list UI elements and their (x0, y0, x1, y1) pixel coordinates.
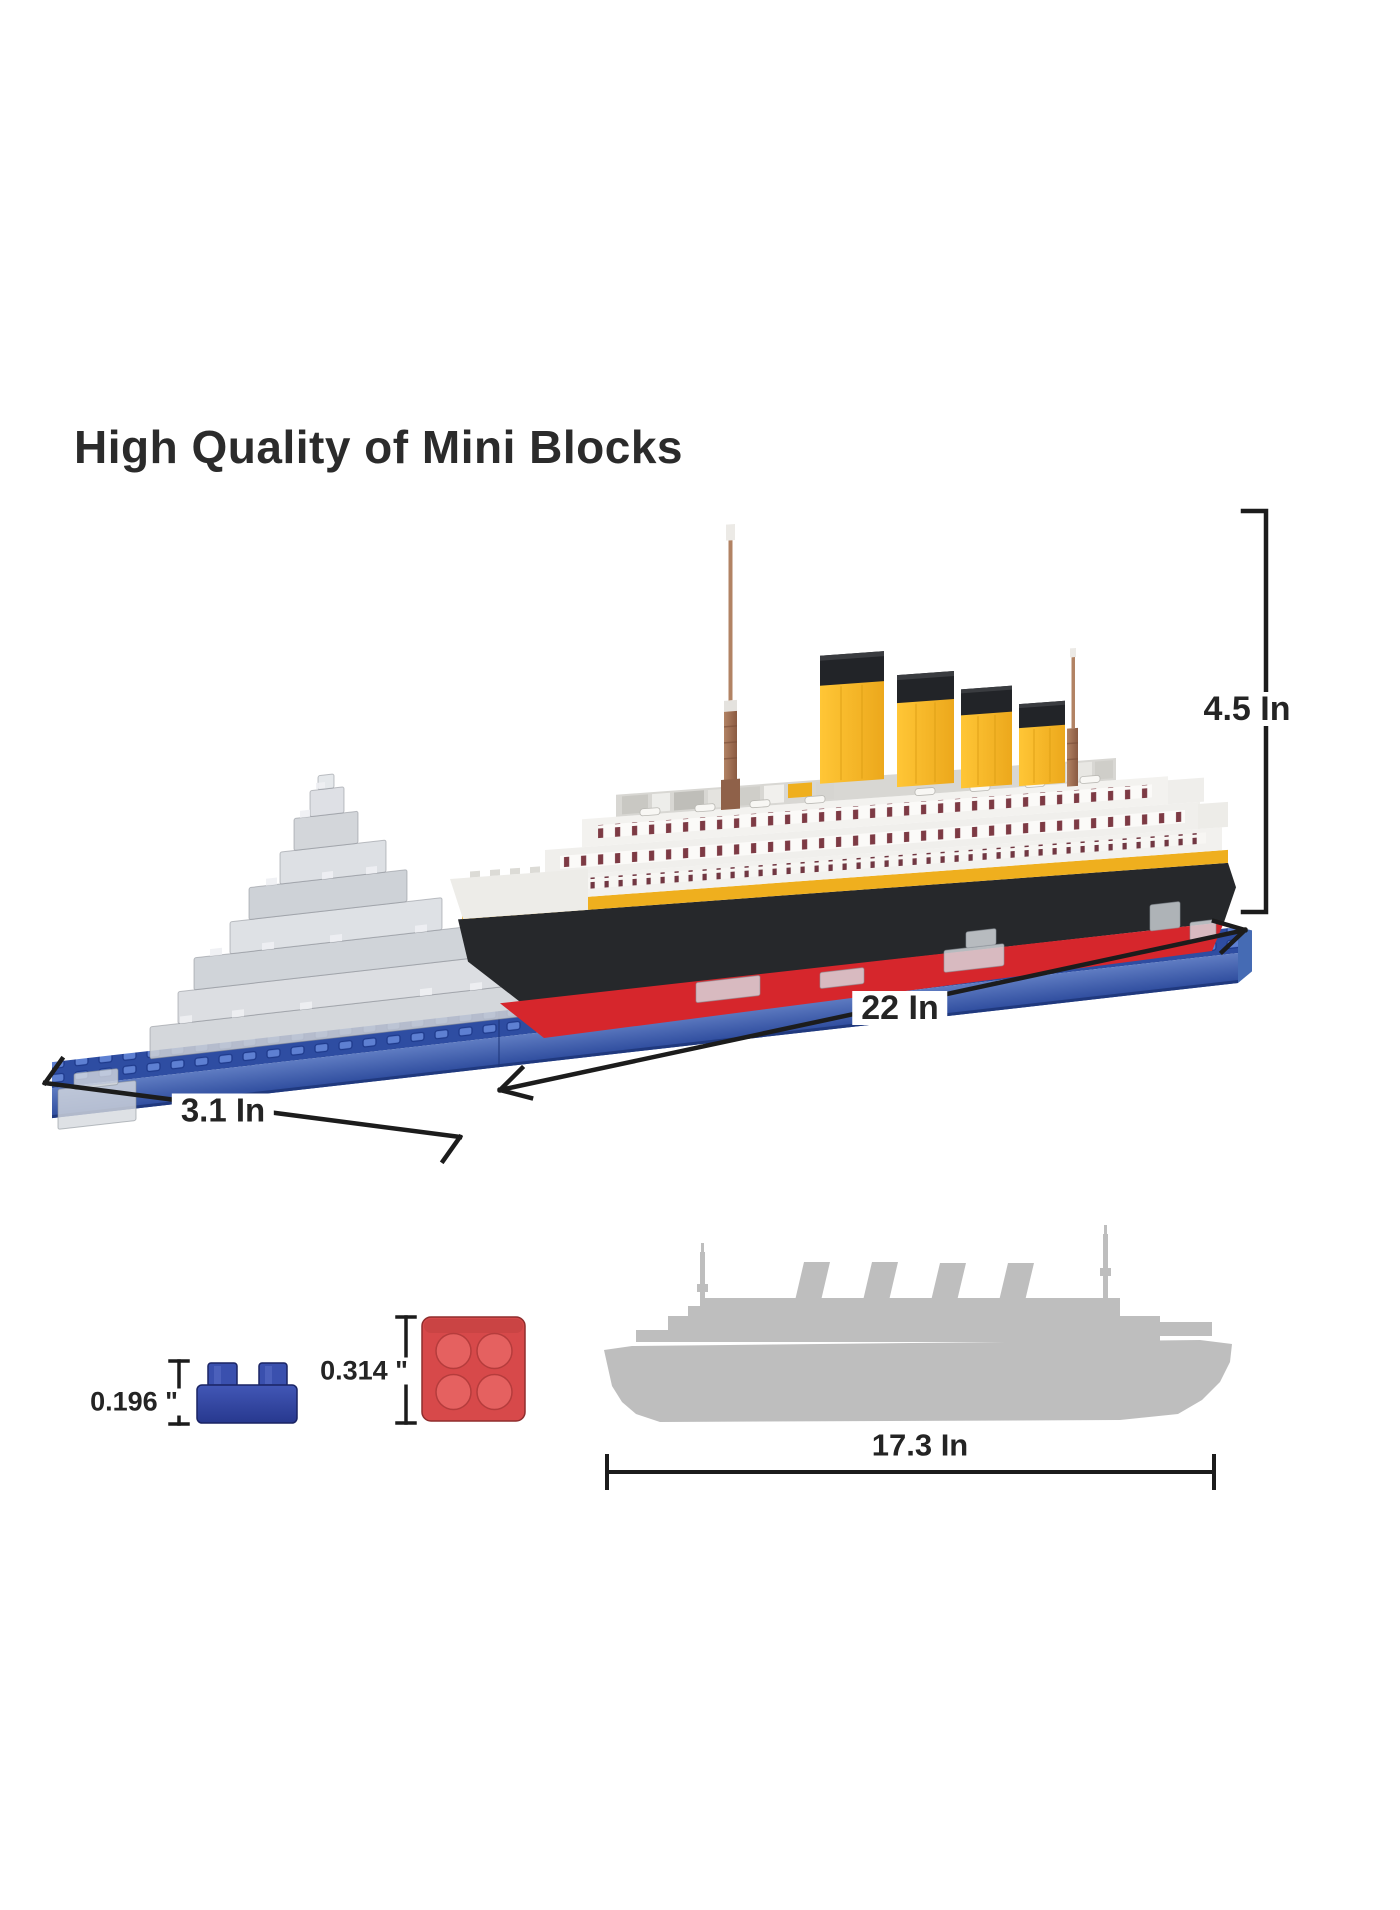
baseplate-end-face (1238, 926, 1252, 983)
length-dimension-label: 22 In (852, 991, 948, 1025)
titanic-block-model (450, 524, 1236, 1039)
funnel-2 (897, 670, 954, 788)
ship-stern-step2 (1198, 801, 1228, 830)
ship-front-mast (721, 524, 740, 811)
silhouette-superstructure-upper (700, 1298, 1120, 1318)
iceberg (149, 773, 523, 1060)
silhouette-length-dimension (605, 1454, 1216, 1490)
ship-bow-studs (470, 866, 540, 878)
silhouette-superstructure-lower (668, 1316, 1160, 1342)
front-ice-floes (695, 901, 1217, 1003)
titanic-silhouette (604, 1225, 1232, 1422)
width-dimension-label: 3.1 In (171, 1093, 275, 1127)
silhouette-stern-house (1140, 1322, 1212, 1336)
silhouette-funnel-1 (790, 1262, 830, 1322)
ship-funnels (820, 651, 1065, 789)
silhouette-funnel-3 (926, 1263, 966, 1322)
ship-hull-black (458, 862, 1236, 1002)
ship-tier1-windows (598, 784, 1152, 839)
silhouette-rear-mast (1103, 1234, 1108, 1330)
funnel-4 (1019, 700, 1065, 787)
ship-rear-mast (1067, 647, 1078, 787)
silhouette-funnel-2 (858, 1262, 898, 1322)
funnel-3 (961, 685, 1012, 789)
silhouette-funnel-4 (994, 1263, 1034, 1322)
silhouette-front-mast (700, 1252, 705, 1336)
ship-yellow-stripe (462, 849, 1228, 920)
silhouette-bridge (688, 1306, 748, 1320)
silhouette-hull (604, 1340, 1232, 1422)
ship-stern-step1 (1168, 777, 1204, 805)
red-brick-dimension-label: 0.314 " (311, 1357, 417, 1385)
blue-brick-dimension-label: 0.196 " (81, 1388, 187, 1416)
height-dimension-label: 4.5 In (1194, 692, 1300, 726)
red-brick-top-view (421, 1316, 526, 1422)
iceberg-studs (180, 781, 482, 1024)
page-title: High Quality of Mini Blocks (74, 421, 683, 473)
ship-bow-cap (450, 868, 588, 919)
funnel-1 (820, 651, 884, 784)
ship-tier2-windows (560, 809, 1185, 869)
blue-brick-side-view (196, 1362, 298, 1424)
silhouette-forecastle (636, 1330, 672, 1342)
silhouette-length-label: 17.3 In (862, 1429, 978, 1461)
ship-porthole-row (484, 832, 1206, 897)
